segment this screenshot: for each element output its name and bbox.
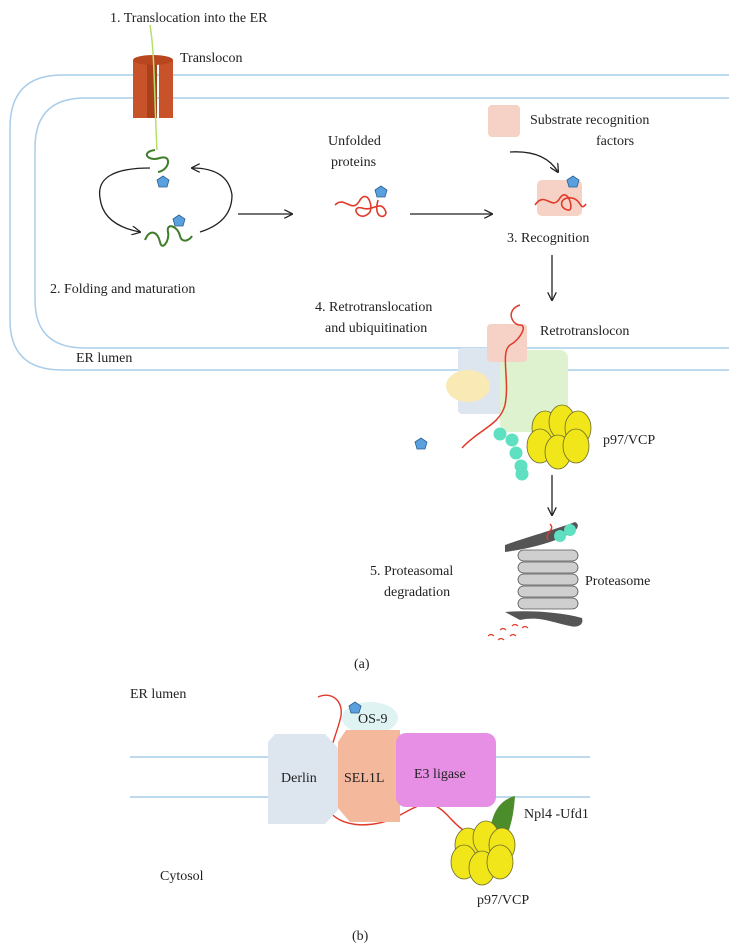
glycan-icon [156, 175, 170, 188]
folding-chain-top [145, 149, 169, 173]
unfolded-label-line2: proteins [331, 155, 376, 170]
er-lumen-label-b: ER lumen [130, 687, 186, 702]
folding-cycle [98, 149, 233, 247]
e3-ligase-block [396, 733, 496, 807]
step5-label-line2: degradation [384, 585, 450, 600]
translocon-label: Translocon [180, 51, 243, 66]
panel-a: 1. Translocation into the ER Translocon … [9, 11, 729, 672]
panel-b: ER lumen OS-9 Derlin SEL1L E3 ligase Npl… [130, 687, 590, 944]
ubiquitin-icon [554, 530, 566, 542]
translocon-channel [133, 24, 173, 151]
step1-label: 1. Translocation into the ER [110, 11, 268, 26]
sel1l-oval [446, 370, 490, 402]
derlin-block [268, 734, 338, 824]
er-membrane-inner [34, 97, 729, 349]
sel1l-block [338, 730, 400, 822]
glycan-icon [566, 175, 580, 188]
folding-chain-bottom [144, 225, 193, 247]
retrotranslocated-chain [461, 304, 524, 449]
e3-label: E3 ligase [414, 767, 466, 782]
derlin-label: Derlin [281, 771, 317, 786]
p97-hexamer [526, 404, 592, 470]
cytosol-label: Cytosol [160, 869, 204, 884]
unfolded-protein [334, 185, 388, 218]
ubiquitin-icon [505, 433, 519, 447]
os9-label: OS-9 [358, 712, 388, 727]
proteasome-label: Proteasome [585, 574, 650, 589]
retrotranslocon-complex [446, 304, 592, 481]
glycan-icon [348, 701, 362, 714]
p97-label-a: p97/VCP [603, 433, 655, 448]
proteasome [487, 522, 583, 641]
ubiquitin-icon [493, 427, 507, 441]
step3-label: 3. Recognition [507, 231, 589, 246]
step2-label: 2. Folding and maturation [50, 282, 195, 297]
sel1l-label: SEL1L [344, 771, 384, 786]
er-membrane-outer [9, 74, 729, 371]
caption-a: (a) [354, 657, 370, 672]
substrate-label-line1: Substrate recognition [530, 113, 649, 128]
step5-label-line1: 5. Proteasomal [370, 564, 453, 579]
unfolded-label-line1: Unfolded [328, 134, 381, 149]
e3-block [500, 350, 568, 432]
retrotranslocon-label: Retrotranslocon [540, 324, 629, 339]
recognition-complex [534, 175, 587, 216]
glycan-icon [374, 185, 388, 198]
p97-label-b: p97/VCP [477, 893, 529, 908]
free-glycan-icon [414, 437, 428, 450]
step4-label-line1: 4. Retrotranslocation [315, 300, 432, 315]
step4-label-line2: and ubiquitination [325, 321, 427, 336]
substrate-label-line2: factors [596, 134, 634, 149]
glycan-icon [172, 214, 186, 227]
proteasome-cap-bottom [505, 611, 583, 627]
er-lumen-label-a: ER lumen [76, 351, 132, 366]
ubiquitin-icon [564, 524, 576, 536]
proteasome-cap-top [505, 522, 578, 552]
ubiquitin-icon [509, 446, 523, 460]
p97-hexamer-b [450, 820, 516, 886]
caption-b: (b) [352, 929, 369, 944]
ubiquitin-icon [515, 467, 529, 481]
peptide-fragments [487, 623, 529, 641]
substrate-factor-block [487, 324, 527, 362]
substrate-factor-legend [488, 105, 520, 137]
substrate-chain-b [317, 694, 506, 851]
npl4-label: Npl4 -Ufd1 [524, 807, 589, 822]
